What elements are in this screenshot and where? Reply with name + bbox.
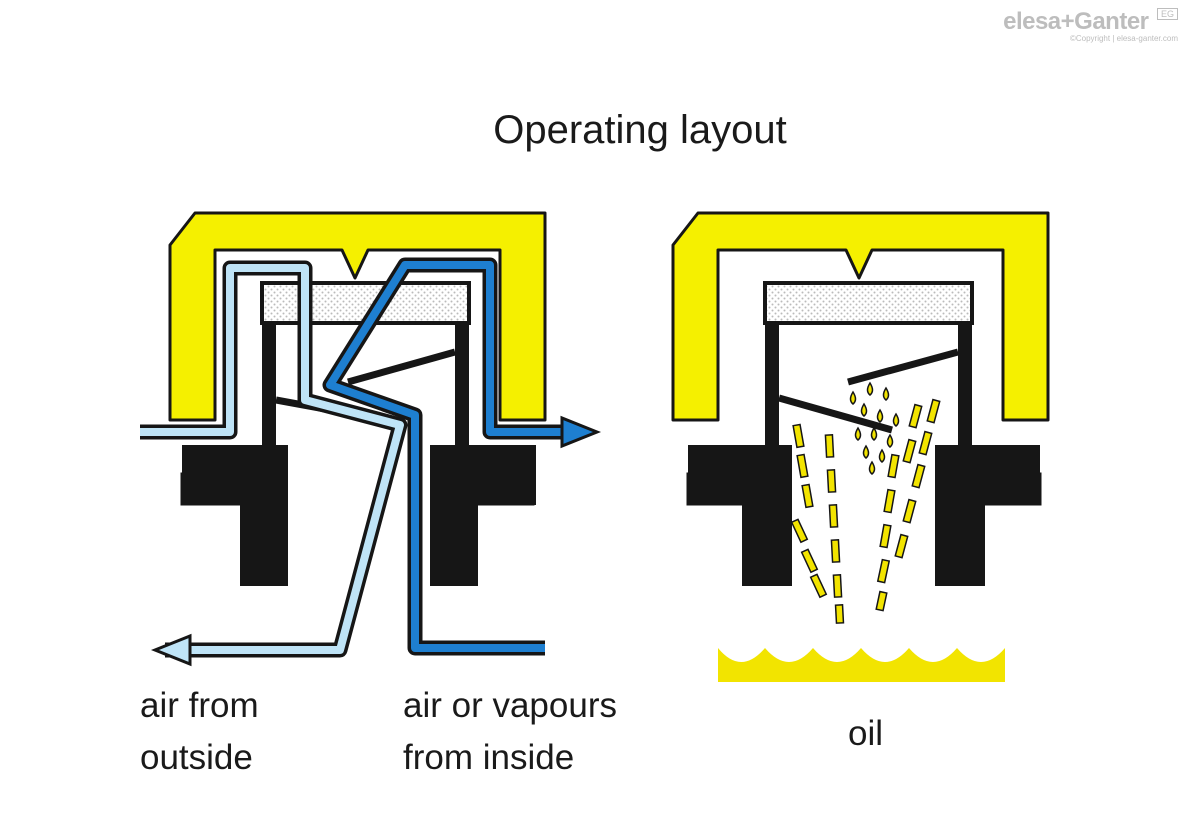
right-valve-plate-1 — [778, 394, 893, 434]
diagram-title: Operating layout — [493, 108, 787, 152]
label-air-or-vapours-line2: from inside — [403, 738, 575, 777]
oil-droplets — [849, 381, 900, 475]
right-filter — [763, 281, 974, 325]
logo-copyright: ©Copyright | elesa-ganter.com — [1069, 34, 1178, 43]
left-post-left — [262, 283, 276, 453]
left-cap — [168, 211, 547, 422]
right-body-right — [935, 445, 1040, 586]
air-inside-arrowhead — [560, 415, 602, 449]
logo-badge: EG — [1156, 8, 1178, 20]
left-post-right — [455, 283, 469, 453]
label-air-from-outside: air from outside — [140, 680, 259, 784]
logo: elesa+Ganter EG ©Copyright | elesa-gante… — [1003, 8, 1178, 43]
label-air-from-outside-line2: outside — [140, 738, 253, 777]
left-body-right — [430, 445, 536, 586]
left-valve-plate-2 — [347, 348, 456, 386]
left-body-left — [182, 445, 288, 586]
right-post-left — [765, 283, 779, 453]
oil-surface — [718, 648, 1005, 682]
right-breather-unit — [671, 211, 1050, 682]
label-air-or-vapours: air or vapours from inside — [403, 680, 617, 784]
right-valve-plate-2 — [847, 348, 959, 386]
label-air-or-vapours-line1: air or vapours — [403, 686, 617, 725]
right-post-right — [958, 283, 972, 453]
left-breather-unit — [140, 211, 602, 667]
label-air-from-outside-line1: air from — [140, 686, 259, 725]
oil-spray — [790, 398, 941, 624]
right-body-left — [688, 445, 792, 586]
label-oil: oil — [848, 714, 884, 753]
air-outside-arrowhead — [150, 633, 192, 667]
right-cap — [671, 211, 1050, 422]
logo-brand: elesa+Ganter — [1003, 8, 1149, 35]
